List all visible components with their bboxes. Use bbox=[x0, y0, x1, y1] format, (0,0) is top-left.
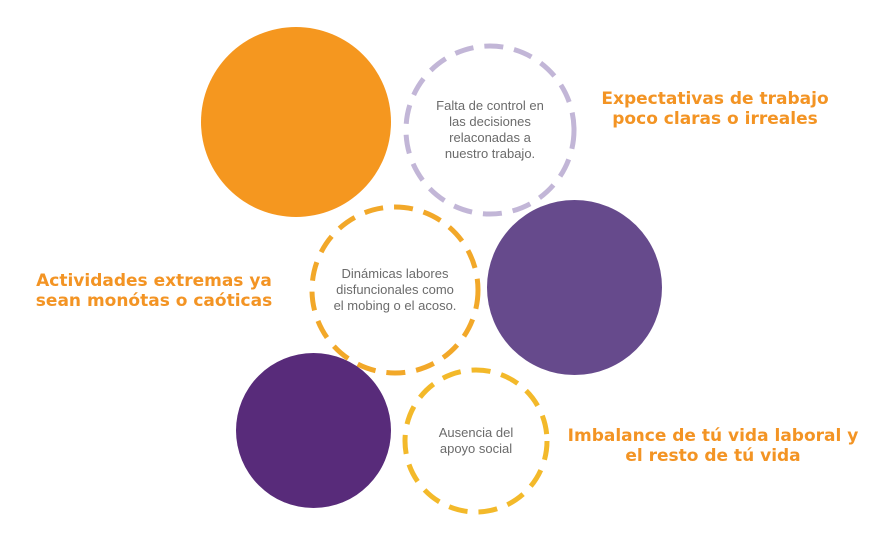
dark-purple-solid-circle bbox=[236, 353, 391, 508]
label-bottom-right: Imbalance de tú vida laboral y el resto … bbox=[567, 426, 859, 466]
top-ring-text: Falta de control en las decisiones relac… bbox=[436, 98, 544, 161]
yellow-dashed-ring bbox=[402, 367, 550, 515]
lavender-dashed-ring bbox=[403, 43, 577, 217]
orange-solid-circle bbox=[201, 27, 391, 217]
orange-dashed-ring bbox=[309, 204, 481, 376]
middle-ring-text: Dinámicas labores disfuncionales como el… bbox=[333, 266, 457, 313]
label-middle-left: Actividades extremas ya sean monótas o c… bbox=[35, 271, 273, 311]
purple-solid-circle bbox=[487, 200, 662, 375]
bottom-ring-text: Ausencia del apoyo social bbox=[438, 425, 514, 456]
label-top-right: Expectativas de trabajo poco claras o ir… bbox=[601, 89, 829, 129]
